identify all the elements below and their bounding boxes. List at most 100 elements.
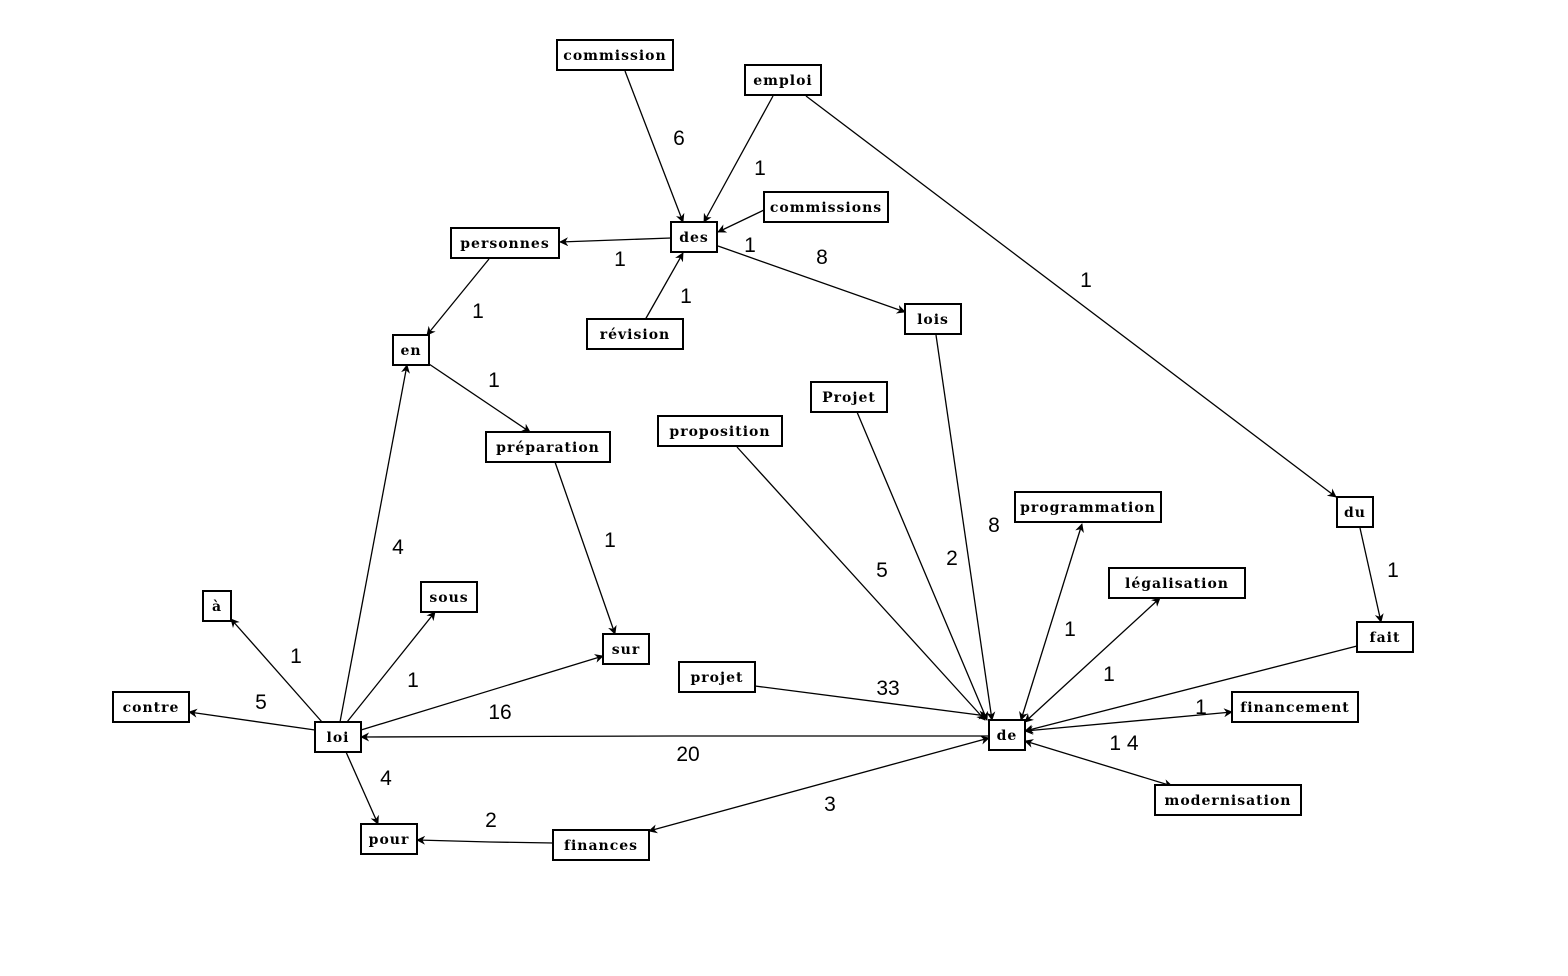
node-lois: lois	[904, 303, 962, 335]
edge-de-to-financement	[1024, 708, 1233, 735]
edge-projet-to-de	[754, 685, 988, 720]
node-box	[1336, 496, 1374, 528]
edge-weight-label: 1	[1103, 663, 1115, 686]
node-label: pour	[369, 832, 410, 848]
edge-weight-label: 4	[380, 767, 392, 790]
edge-weight-label: 33	[876, 677, 899, 700]
edge-loi-to-contre	[188, 708, 316, 731]
node-label: emploi	[753, 73, 812, 89]
node-commissions: commissions	[763, 191, 889, 223]
node-pour: pour	[360, 823, 418, 855]
node-legalisation: légalisation	[1108, 567, 1246, 599]
node-box	[904, 303, 962, 335]
edge-weight-label: 5	[876, 559, 888, 582]
edge-weight-label: 1	[614, 248, 626, 271]
edge-weight-label: 1	[744, 234, 756, 257]
node-label: finances	[564, 838, 638, 854]
node-box	[810, 381, 888, 413]
node-Projet: Projet	[810, 381, 888, 413]
node-box	[1231, 691, 1359, 723]
edge-revision-to-des	[644, 252, 684, 321]
node-preparation: préparation	[485, 431, 611, 463]
node-proposition: proposition	[657, 415, 783, 447]
edge-des-to-lois	[717, 245, 906, 314]
edge-weight-label: 3	[824, 793, 836, 816]
node-revision: révision	[586, 318, 684, 350]
edge-weight-label: 8	[816, 246, 828, 269]
edge-de-to-loi	[360, 732, 989, 742]
edge-weight-label: 1	[472, 300, 484, 323]
edge-weight-label: 1	[290, 645, 302, 668]
node-box	[670, 221, 718, 253]
node-label: programmation	[1020, 500, 1156, 516]
edge-preparation-to-sur	[554, 461, 617, 635]
edge-emploi-to-des	[703, 95, 774, 223]
edge-emploi-to-du	[805, 95, 1337, 498]
edge-loi-to-a	[230, 618, 323, 723]
edge-weight-label: 4	[392, 536, 404, 559]
edge-proposition-to-de	[736, 446, 986, 721]
edge-lois-to-de	[935, 334, 996, 721]
edge-weight-label: 6	[673, 127, 685, 150]
node-label: fait	[1370, 630, 1401, 646]
edge-weight-label: 1	[1080, 269, 1092, 292]
node-box	[1108, 567, 1246, 599]
node-box	[988, 719, 1026, 751]
node-label: à	[212, 599, 222, 615]
edge-weight-label: 16	[488, 701, 511, 724]
node-box	[763, 191, 889, 223]
node-label: de	[997, 728, 1018, 744]
node-box	[744, 64, 822, 96]
node-finances: finances	[552, 829, 650, 861]
edge-de-to-finances	[648, 735, 990, 834]
edge-weight-label: 1	[1064, 618, 1076, 641]
node-label: personnes	[460, 236, 549, 252]
edge-loi-to-en	[339, 364, 410, 723]
node-box	[602, 633, 650, 665]
node-label: préparation	[496, 440, 600, 456]
node-label: commission	[563, 48, 666, 64]
node-box	[1154, 784, 1302, 816]
node-en: en	[392, 334, 430, 366]
edge-weight-label: 8	[988, 514, 1000, 537]
edge-weight-label: 1	[1387, 559, 1399, 582]
edge-weight-label: 1	[754, 157, 766, 180]
edge-weight-label: 1	[407, 669, 419, 692]
edge-de-to-legalisation	[1024, 597, 1161, 723]
node-label: commissions	[770, 200, 882, 216]
edge-weight-label: 1 4	[1109, 732, 1139, 755]
edge-du-to-fait	[1359, 527, 1384, 623]
edge-des-to-personnes	[559, 237, 672, 247]
edge-loi-to-pour	[345, 751, 379, 825]
edge-weight-label: 20	[676, 743, 699, 766]
node-box	[202, 590, 232, 622]
node-box	[360, 823, 418, 855]
node-label: en	[400, 343, 421, 359]
node-label: des	[679, 230, 709, 246]
node-label: révision	[600, 327, 670, 343]
node-fait: fait	[1356, 621, 1414, 653]
node-programmation: programmation	[1014, 491, 1162, 523]
edge-en-to-preparation	[428, 363, 531, 433]
node-loi: loi	[314, 721, 362, 753]
edge-commissions-to-des	[717, 209, 765, 233]
node-des: des	[670, 221, 718, 253]
node-box	[112, 691, 190, 723]
node-contre: contre	[112, 691, 190, 723]
node-box	[552, 829, 650, 861]
node-box	[450, 227, 560, 259]
node-label: Projet	[822, 390, 876, 406]
node-de: de	[988, 719, 1026, 751]
node-label: proposition	[669, 424, 770, 440]
edges-layer	[188, 70, 1384, 845]
node-label: lois	[917, 312, 949, 328]
edge-commission-to-des	[624, 70, 685, 223]
node-label: sur	[612, 642, 640, 658]
node-label: sous	[429, 590, 468, 606]
node-box	[586, 318, 684, 350]
node-box	[314, 721, 362, 753]
node-label: légalisation	[1125, 576, 1229, 592]
node-modernisation: modernisation	[1154, 784, 1302, 816]
